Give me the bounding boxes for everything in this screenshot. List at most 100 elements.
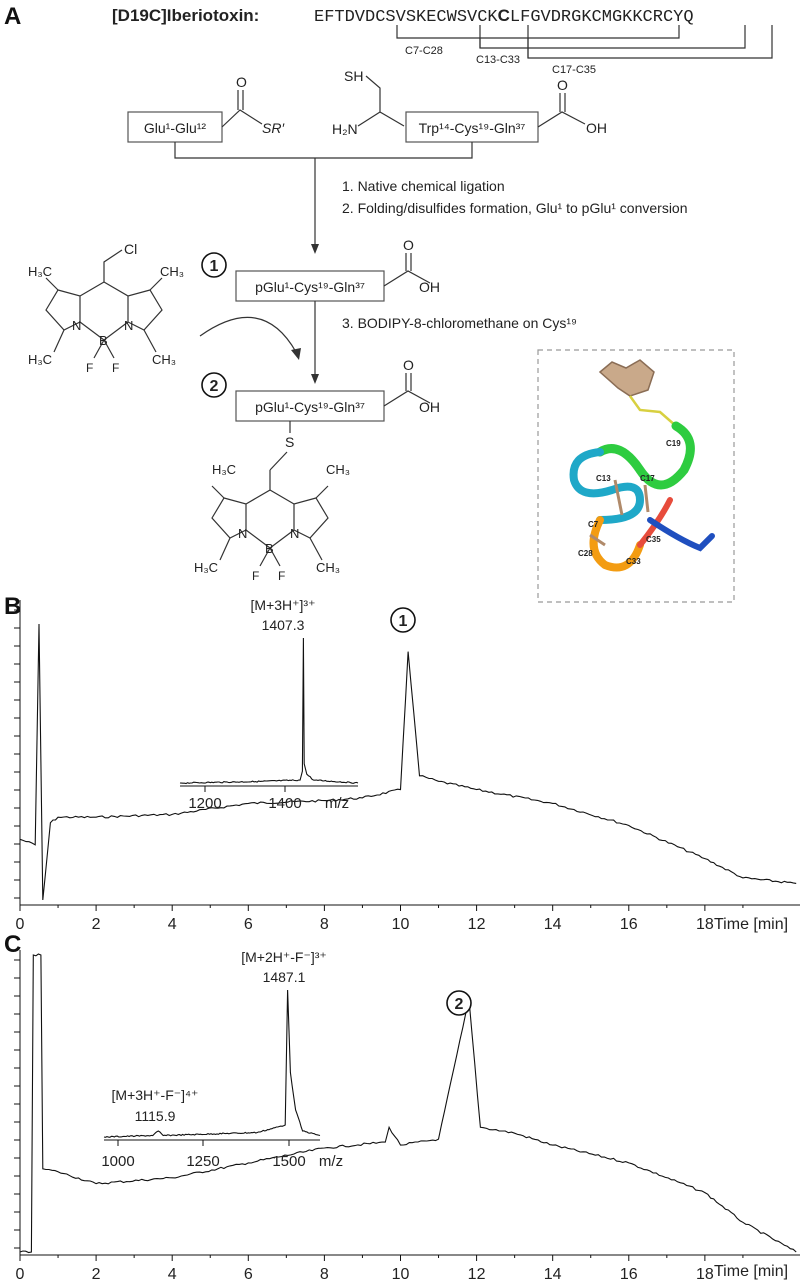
acid-oh-2: OH (586, 120, 607, 136)
curved-reagent-arrow (199, 316, 297, 353)
x-tick-label: 8 (320, 916, 329, 933)
x-tick-label: 14 (544, 1266, 562, 1280)
x-tick-label: 0 (16, 916, 25, 933)
sequence-post: LFGVDRGKCMGKKCRCYQ (510, 8, 694, 27)
step-3: 3. BODIPY-8-chloromethane on Cys¹⁹ (342, 315, 577, 331)
ms-c-mz-main: 1487.1 (263, 969, 306, 985)
ms-c-trace (103, 989, 321, 1138)
sequence-pre: EFTDVDCSVSKECWSVCK (314, 8, 498, 27)
x-tick-label: 10 (392, 1266, 410, 1280)
cys-sidechain (365, 75, 405, 127)
reagent-left-ring (45, 281, 105, 331)
chrom-c-peak-circle (446, 990, 472, 1016)
conj-f1: F (252, 569, 259, 583)
linker-s: S (285, 434, 294, 450)
bridge-label-c13-c33: C13-C33 (476, 54, 520, 66)
step-1: 1. Native chemical ligation (342, 178, 505, 194)
ms-c-ion-minor: [M+3H⁺-F⁻]⁴⁺ (112, 1087, 199, 1103)
conj-me-tl: H₃C (212, 462, 236, 477)
compound-2-circle (201, 372, 227, 398)
conj-methyl-bonds (211, 485, 329, 561)
fragment-1-label: Glu¹-Glu¹² (144, 120, 207, 136)
struct-c33: C33 (626, 557, 641, 566)
compound-2-box (235, 390, 385, 422)
sequence-label: [D19C]Iberiotoxin: (112, 6, 259, 25)
s-ch2-bond (269, 451, 288, 471)
x-tick-label: 6 (244, 916, 253, 933)
ms-b-ion: [M+3H⁺]³⁺ (251, 597, 316, 613)
chrom-b-xlabel: Time [min] (714, 916, 788, 933)
conj-bf2 (259, 547, 281, 567)
conj-f2: F (278, 569, 285, 583)
arrow-1-head (311, 244, 319, 254)
ms-c-ion-main: [M+2H⁺-F⁻]³⁺ (241, 949, 327, 965)
chrom-c-peak-label: 2 (455, 996, 464, 1013)
panel-label-b: B (4, 593, 21, 620)
structure-frame (537, 349, 735, 603)
structure-helix (595, 421, 695, 490)
acid-bond-2 (537, 111, 586, 128)
x-tick-label: 0 (16, 1266, 25, 1280)
chrom-c-trace (19, 953, 797, 1254)
structure-red (637, 497, 673, 548)
fragment-2-label: Trp¹⁴-Cys¹⁹-Gln³⁷ (419, 120, 526, 136)
bridge-c13-c33 (479, 25, 746, 49)
acid-oh-c2: OH (419, 399, 440, 415)
bodipy-conjugate: H₃C CH₃ H₃C CH₃ N N B F F (194, 462, 350, 583)
ms-c-unit: m/z (319, 1153, 343, 1170)
amine-label: H₂N (332, 121, 358, 137)
bridge-label-c17-c35: C17-C35 (552, 64, 596, 76)
x-tick-label: 16 (620, 916, 638, 933)
reagent-me-tr: CH₃ (160, 264, 184, 279)
ms-b-mz: 1407.3 (262, 617, 305, 633)
reagent-f1: F (86, 361, 93, 375)
acid-bond-c1 (383, 270, 431, 287)
x-tick-label: 18 (696, 916, 714, 933)
reagent-n: N (124, 318, 133, 333)
reagent-cl: Cl (124, 241, 137, 257)
x-tick-label: 10 (392, 916, 410, 933)
acid-o-2: O (557, 77, 568, 93)
structure-cterm (647, 517, 715, 552)
merge-bracket (174, 142, 473, 159)
chrom-b-y-ticks (14, 609, 20, 899)
thiol-label: SH (344, 68, 363, 84)
x-tick-label: 12 (468, 916, 486, 933)
thioester-sr: SR′ (262, 120, 285, 136)
x-tick-label: 2 (92, 1266, 101, 1280)
bridge-c17-c35 (527, 25, 773, 59)
sequence-cys19: C (498, 6, 510, 25)
structure-linker (628, 395, 677, 427)
x-tick-label: 2 (92, 916, 101, 933)
arrow-2-head (311, 374, 319, 384)
chrom-c-xlabel: Time [min] (714, 1263, 788, 1280)
ms-b-tick-label-0: 1200 (188, 795, 221, 812)
fragment-1-box (127, 111, 223, 143)
reagent-ch2cl (103, 249, 123, 282)
struct-c19: C19 (666, 439, 681, 448)
x-tick-label: 12 (468, 1266, 486, 1280)
compound-1-label: pGlu¹-Cys¹⁹-Gln³⁷ (255, 279, 365, 295)
chrom-b-peak-circle (390, 607, 416, 633)
reagent-f2: F (112, 361, 119, 375)
acid-o-c1: O (403, 237, 414, 253)
reagent-me-bl: H₃C (28, 352, 52, 367)
reagent-methyl-bonds (45, 277, 163, 353)
compound-1-number: 1 (210, 258, 219, 275)
bridge-c7-c28 (396, 25, 680, 39)
compound-2-label: pGlu¹-Cys¹⁹-Gln³⁷ (255, 399, 365, 415)
ms-c-tick-label-1: 1250 (186, 1153, 219, 1170)
x-tick-label: 4 (168, 916, 177, 933)
conj-right-ring (269, 489, 329, 539)
struct-c13: C13 (596, 474, 611, 483)
ms-c-mz-minor: 1115.9 (135, 1108, 176, 1124)
curved-arrow-head (291, 348, 301, 360)
reagent-n-plus: N (72, 318, 81, 333)
reagent-bf2 (93, 339, 115, 359)
x-tick-label: 16 (620, 1266, 638, 1280)
